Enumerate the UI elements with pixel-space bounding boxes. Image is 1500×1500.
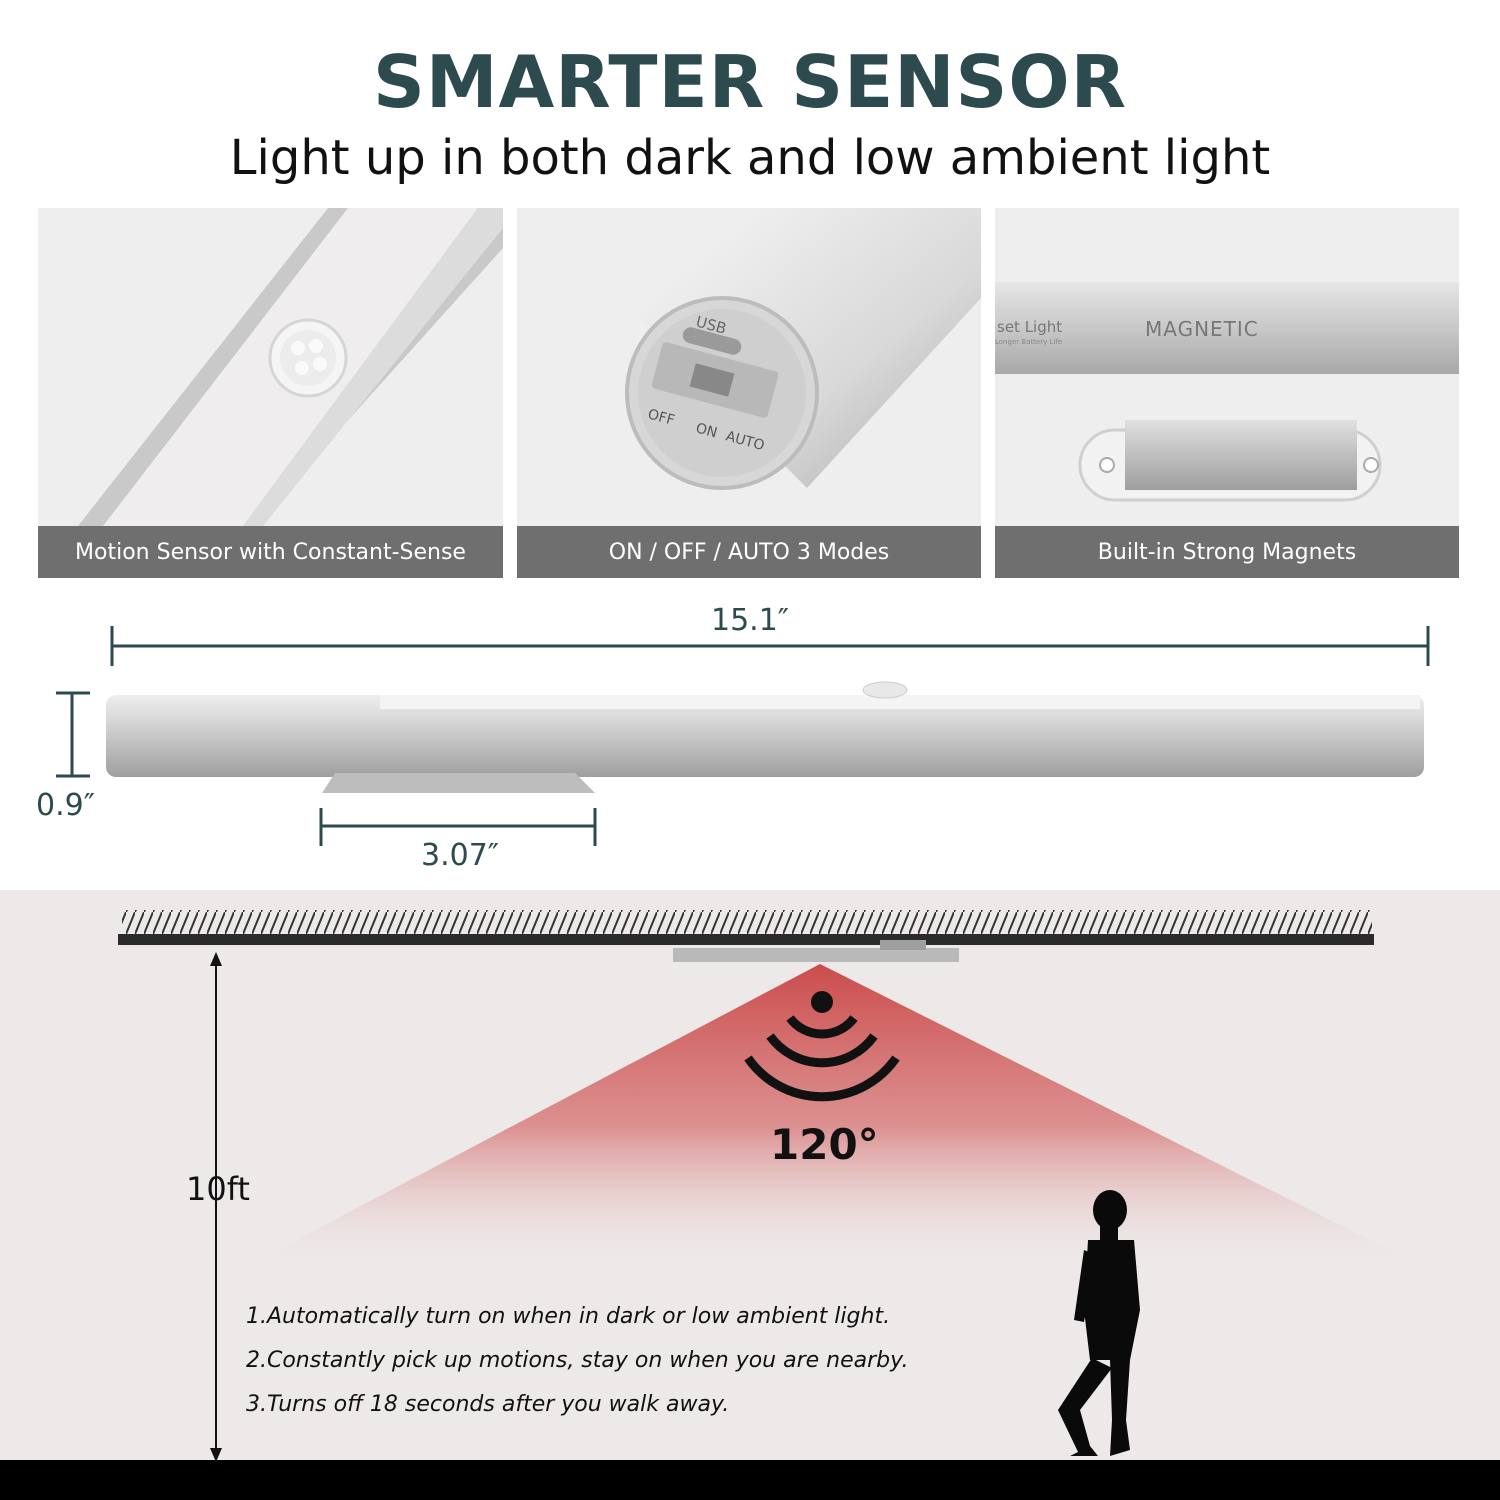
- person-walking-icon: [1058, 1190, 1140, 1456]
- page-title: SMARTER SENSOR: [372, 40, 1128, 124]
- magnet-plate: [322, 773, 595, 793]
- magnet-length-label: 3.07″: [420, 838, 499, 873]
- floor: [0, 1460, 1500, 1500]
- magnets-illustration: set Light Longer Battery Life MAGNETIC: [995, 282, 1459, 502]
- panel-magnets: set Light Longer Battery Life MAGNETIC B…: [995, 208, 1459, 578]
- feature-item: 3.Turns off 18 seconds after you walk aw…: [246, 1392, 730, 1417]
- magnetic-label: MAGNETIC: [1145, 317, 1259, 341]
- detection-angle-label: 120°: [770, 1120, 879, 1169]
- length-label: 15.1″: [710, 603, 789, 638]
- detection-diagram: 120° 10ft 1.Automatically turn on when i…: [0, 890, 1500, 1500]
- height-label: 0.9″: [36, 788, 95, 823]
- feature-item: 1.Automatically turn on when in dark or …: [246, 1304, 891, 1329]
- magnet-icon: [1125, 420, 1357, 490]
- detection-distance-label: 10ft: [186, 1170, 250, 1208]
- panel-caption-modes: ON / OFF / AUTO 3 Modes: [517, 526, 981, 578]
- motion-sensor-illustration: [78, 208, 503, 526]
- switch-label-on: ON: [694, 420, 719, 441]
- dimension-drawing: [56, 626, 1430, 846]
- detection-illustration: [0, 910, 1500, 1500]
- feature-item: 2.Constantly pick up motions, stay on wh…: [246, 1348, 909, 1373]
- light-bar: [106, 695, 1424, 777]
- switch-end-cap-illustration: USB OFF ON AUTO: [625, 208, 981, 490]
- bar-side-text: set Light: [997, 318, 1062, 336]
- mounted-light-icon: [673, 948, 959, 962]
- ceiling: [118, 934, 1374, 945]
- panel-caption-motion: Motion Sensor with Constant-Sense: [38, 526, 503, 578]
- screw-hole-icon: [1363, 457, 1379, 473]
- motion-signal-icon: [744, 991, 900, 1102]
- pir-sensor-icon: [268, 318, 348, 398]
- sensor-bump-icon: [862, 681, 908, 699]
- panel-switch-modes: USB OFF ON AUTO ON / OFF / AUTO 3 Modes: [517, 208, 981, 578]
- page-subtitle: Light up in both dark and low ambient li…: [229, 130, 1271, 186]
- ceiling-hatch: [122, 910, 1372, 934]
- usb-port-icon: [682, 327, 742, 355]
- panel-motion-sensor: Motion Sensor with Constant-Sense: [38, 208, 503, 578]
- detection-cone: [258, 964, 1410, 1260]
- screw-hole-icon: [1099, 457, 1115, 473]
- panel-caption-magnets: Built-in Strong Magnets: [995, 526, 1459, 578]
- bar-side-small: Longer Battery Life: [995, 338, 1062, 346]
- switch-label-off: OFF: [646, 406, 676, 428]
